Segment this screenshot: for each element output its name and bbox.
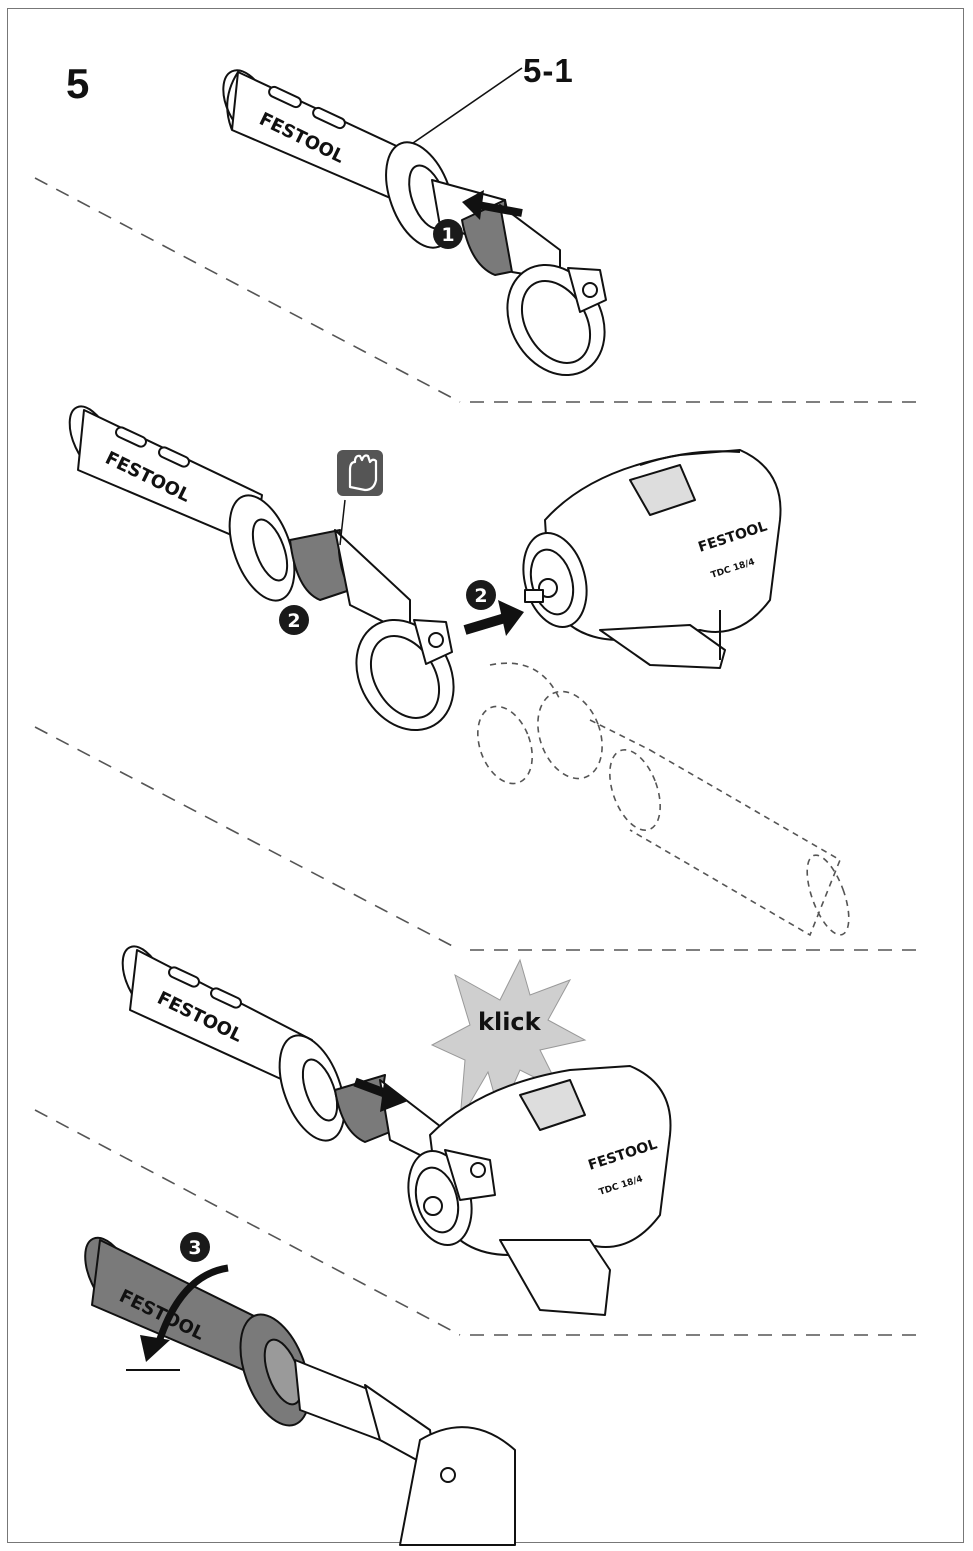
push-arrow-step2 — [463, 600, 524, 636]
step-badge-3-number: 3 — [188, 1237, 201, 1259]
ghost-handle-outline — [477, 662, 850, 937]
push-arrow-step1 — [462, 190, 523, 220]
step-badge-1-number: 1 — [441, 224, 454, 246]
drill-step2 — [522, 449, 782, 669]
step-badge-3: 3 — [180, 1232, 210, 1262]
push-arrow-step3 — [353, 1077, 408, 1112]
part-leader-line — [399, 67, 523, 153]
section-divider-2 — [34, 726, 925, 951]
handle-step1 — [222, 69, 607, 377]
step-badge-2a-number: 2 — [287, 610, 300, 632]
handle-step4-tighten — [84, 1236, 516, 1546]
grab-hand-icon — [337, 450, 383, 546]
step-badge-2b-number: 2 — [474, 585, 487, 607]
section-divider-3 — [34, 1109, 925, 1336]
rotate-arrow-icon — [126, 1264, 229, 1371]
drill-step3 — [407, 1065, 672, 1316]
klick-label: klick — [478, 1008, 542, 1036]
handle-step2 — [68, 405, 455, 732]
section-divider-1 — [34, 177, 925, 403]
handle-step3 — [121, 945, 446, 1166]
step-badge-2a: 2 — [279, 605, 309, 635]
figure-number: 5 — [66, 60, 90, 107]
step-badge-1: 1 — [433, 219, 463, 249]
part-label: 5-1 — [523, 52, 574, 89]
step-badge-2b: 2 — [466, 580, 496, 610]
